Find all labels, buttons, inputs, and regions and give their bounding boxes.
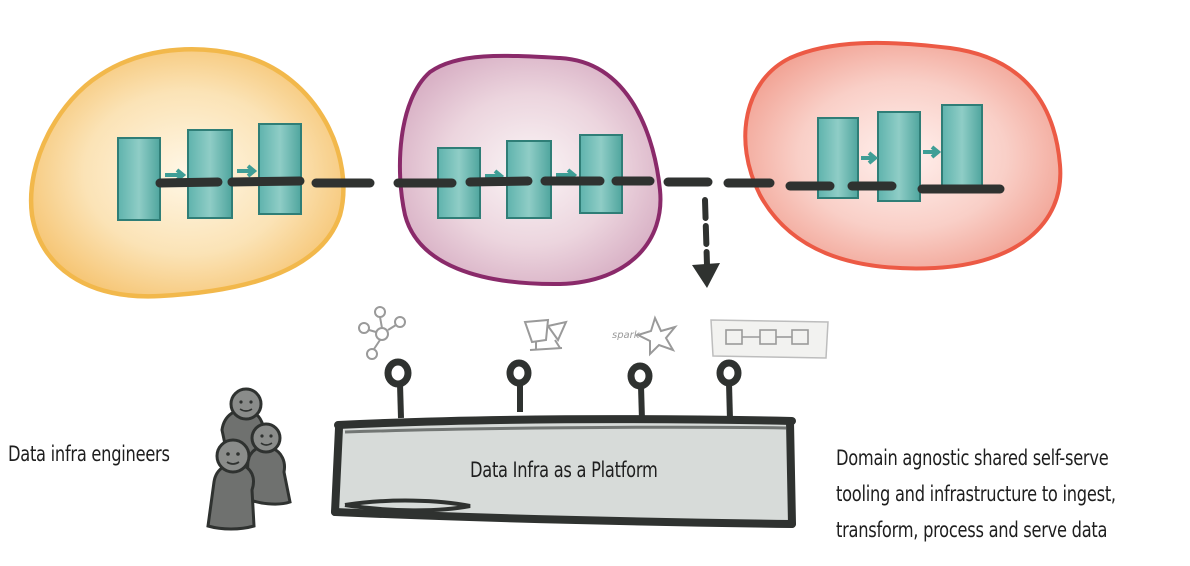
arrow-icon: [923, 145, 942, 159]
mesh-connection-line: [155, 176, 1005, 194]
description-line: tooling and infrastructure to ingest,: [836, 482, 1116, 506]
description-line: transform, process and serve data: [836, 518, 1108, 542]
description-line: Domain agnostic shared self-serve: [836, 446, 1109, 470]
spark-logo-icon: spark: [612, 315, 678, 357]
workflow-icon: [523, 318, 568, 351]
connector-peg: [384, 358, 412, 419]
arrow-icon: [237, 164, 258, 178]
data-product-block: [187, 129, 233, 219]
data-product-block: [941, 104, 983, 191]
connector-peg: [506, 359, 532, 412]
platform-description: Domain agnostic shared self-serve toolin…: [836, 440, 1116, 548]
data-product-block: [117, 137, 161, 221]
arrow-icon: [861, 151, 879, 165]
platform-box: [331, 415, 796, 528]
down-arrow-icon: [692, 197, 720, 288]
domain-red: [743, 40, 1063, 271]
data-product-block: [579, 134, 623, 214]
data-product-block: [258, 123, 302, 215]
platform-connectors: [384, 358, 742, 421]
domain-yellow: [28, 46, 346, 299]
domain-purple: [397, 53, 663, 287]
connector-peg: [627, 362, 653, 421]
engineers-label: Data infra engineers: [8, 442, 170, 466]
graph-icon: [358, 306, 406, 360]
platform-title: Data Infra as a Platform: [470, 458, 658, 482]
pipeline-icon: [710, 319, 829, 359]
spark-text: spark: [612, 330, 641, 341]
engineers-icon: [206, 387, 292, 531]
connector-peg: [716, 359, 742, 421]
